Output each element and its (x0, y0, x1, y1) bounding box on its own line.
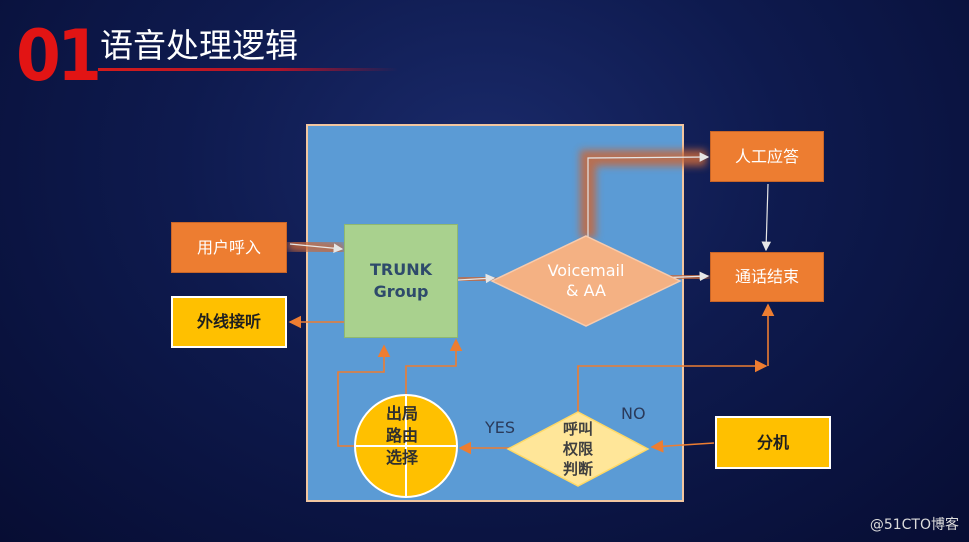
external-answer-label: 外线接听 (196, 312, 261, 331)
voicemail-label-line1: Voicemail (547, 261, 625, 280)
trunk-group-label-line1: TRUNK (369, 260, 432, 279)
trunk-group-box: TRUNK Group (344, 224, 458, 338)
route-text-row2: 路由 (386, 426, 418, 446)
glow-voicemail-to-manual (580, 150, 706, 238)
arrow-route-to-trunk-right (405, 338, 463, 396)
arrow-manual-to-end (761, 183, 772, 252)
permission-label-line1: 呼叫 (562, 420, 593, 438)
voicemail-diamond-text: Voicemail & AA (520, 256, 652, 306)
call-end-label: 通话结束 (734, 267, 799, 286)
arrow-trunk-to-voicemail (457, 273, 496, 284)
watermark: @51CTO博客 (869, 517, 959, 533)
yes-label: YES (485, 418, 516, 437)
manual-answer-box: 人工应答 (710, 131, 824, 182)
voicemail-diamond (490, 235, 682, 327)
manual-answer-label: 人工应答 (734, 146, 799, 166)
route-text-row1: 出局 (386, 404, 418, 424)
extension-box: 分机 (715, 416, 831, 469)
user-call-in-label: 用户呼入 (196, 237, 261, 257)
slide-title: 语音处理逻辑 (100, 26, 298, 65)
route-char-1: 出 (386, 404, 403, 423)
route-char-6: 择 (402, 448, 419, 467)
route-char-4: 由 (402, 426, 419, 445)
user-call-in-box: 用户呼入 (171, 222, 287, 273)
slide-number: 01 (16, 15, 102, 97)
route-char-2: 局 (402, 404, 419, 423)
permission-diamond-text: 呼叫 权限 判断 (538, 416, 618, 482)
arrow-permission-to-end-h (577, 359, 768, 412)
orange-arrows (288, 303, 775, 455)
permission-label-line2: 权限 (562, 440, 593, 458)
voicemail-label-line2: & AA (566, 281, 606, 300)
trunk-group-label-line2: Group (373, 282, 429, 301)
permission-diamond (506, 411, 650, 487)
route-char-3: 路 (386, 426, 403, 445)
no-label: NO (621, 404, 646, 423)
arrow-route-to-trunk-left (337, 344, 391, 447)
arrow-voicemail-to-manual (587, 152, 710, 238)
extension-label: 分机 (756, 432, 789, 452)
route-char-5: 选 (386, 448, 403, 467)
permission-label-line3: 判断 (562, 460, 593, 478)
arrow-extension-to-permission (650, 439, 715, 453)
arrow-user-to-trunk (289, 243, 344, 253)
route-text-row3: 选择 (386, 448, 418, 468)
external-answer-box: 外线接听 (171, 296, 287, 348)
title-underline (98, 68, 398, 71)
call-end-box: 通话结束 (710, 252, 824, 302)
